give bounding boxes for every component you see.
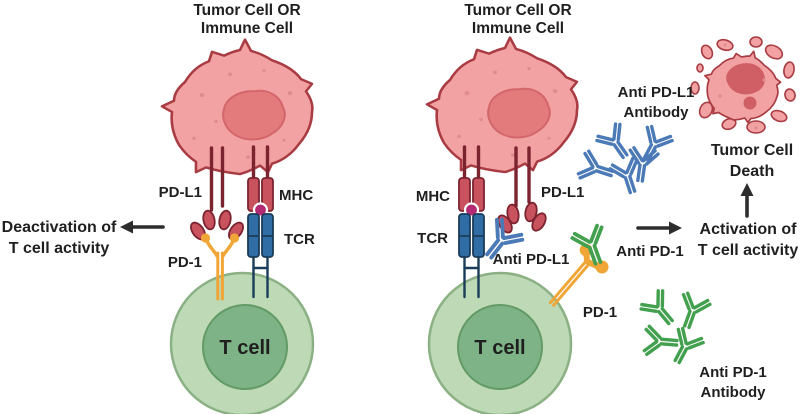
deactivation-text-line1: Deactivation of — [2, 219, 117, 236]
pdl1-label-left: PD-L1 — [159, 184, 202, 201]
anti-pdl1-antibody-icon — [593, 120, 639, 166]
anti-pd1-cluster-label-line1: Anti PD-1 — [699, 364, 767, 381]
deactivation-text-line2: T cell activity — [9, 240, 110, 257]
anti-pdl1-antibody-icon — [607, 155, 648, 198]
activation-text-line1: Activation of — [700, 221, 798, 238]
anti-pdl1-antibody-cluster — [575, 120, 676, 198]
anti-pd1-antibody-icon — [642, 324, 680, 359]
pdl1-label-right: PD-L1 — [541, 184, 584, 201]
pd1-receptor-left — [200, 233, 240, 301]
up-arrow-icon — [740, 183, 754, 218]
mhc-label-right: MHC — [416, 188, 450, 205]
activation-text-line2: T cell activity — [698, 242, 799, 259]
left-title-line2: Immune Cell — [201, 20, 293, 37]
mhc-label-left: MHC — [279, 187, 313, 204]
anti-pd1-antibody-icon — [671, 290, 713, 334]
right-title-line2: Immune Cell — [472, 20, 564, 37]
anti-pdl1-bound-label: Anti PD-L1 — [493, 251, 570, 268]
pd1-label-left: PD-1 — [168, 254, 202, 271]
tumor-death-label-line1: Tumor Cell — [711, 142, 793, 159]
anti-pdl1-cluster-label-line2: Antibody — [624, 104, 690, 121]
tcr-label-left: TCR — [284, 231, 315, 248]
left-panel-deactivation: Tumor Cell OR Immune Cell PD-L1 MHC TCR … — [2, 2, 315, 414]
pdl1-receptor-left — [190, 146, 244, 241]
tumor-cell-right — [425, 36, 579, 174]
tumor-cell-left — [160, 38, 314, 176]
right-title-line1: Tumor Cell OR — [464, 2, 571, 19]
anti-pd1-bound-label: Anti PD-1 — [616, 243, 684, 260]
right-panel-activation: Tumor Cell OR Immune Cell MHC TCR PD-L1 … — [416, 2, 799, 414]
anti-pd1-antibody-icon — [663, 325, 707, 370]
tcell-label-right: T cell — [474, 337, 525, 359]
left-title-line1: Tumor Cell OR — [193, 2, 300, 19]
left-arrow-icon — [120, 220, 165, 234]
anti-pd1-antibody-cluster — [637, 287, 713, 370]
anti-pdl1-cluster-label-line1: Anti PD-L1 — [618, 84, 695, 101]
pd1-label-right: PD-1 — [583, 304, 617, 321]
tcell-label-left: T cell — [219, 337, 270, 359]
tcr-label-right: TCR — [417, 230, 448, 247]
tumor-death-label-line2: Death — [730, 163, 774, 180]
right-arrow-icon — [636, 221, 682, 235]
anti-pd1-cluster-label-line2: Antibody — [701, 384, 767, 401]
tcr-receptor-left — [247, 213, 274, 299]
pdl1-receptor-right — [497, 146, 547, 234]
tcr-receptor-right — [458, 213, 485, 299]
t-cell-left — [169, 271, 315, 414]
anti-pd1-antibody-icon — [637, 287, 683, 333]
t-cell-right — [427, 271, 573, 414]
apoptotic-tumor-cell — [690, 36, 796, 134]
